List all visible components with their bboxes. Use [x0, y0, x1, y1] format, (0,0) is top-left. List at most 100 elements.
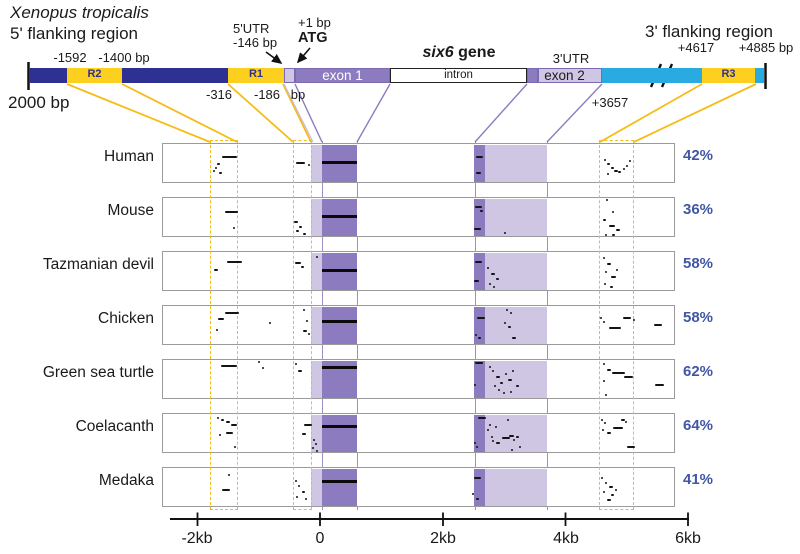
conservation-mark [308, 332, 310, 336]
conservation-mark [491, 272, 495, 276]
conservation-mark [496, 375, 500, 379]
utr5-column-fill [311, 252, 322, 290]
conservation-mark [296, 495, 298, 499]
conservation-mark [611, 275, 616, 279]
conservation-mark [607, 162, 610, 166]
conservation-mark [607, 431, 611, 435]
conservation-mark [602, 428, 604, 432]
conservation-mark [604, 158, 606, 162]
coord-label-neg316: -316 [205, 87, 233, 102]
coord-label-plus4617: +4617 [677, 40, 715, 55]
bar-segment-intron: intron [390, 68, 527, 83]
conservation-mark [612, 233, 615, 237]
conservation-mark [605, 233, 607, 237]
conservation-mark [295, 362, 297, 366]
coord-label-neg1592: -1592 [53, 50, 87, 65]
conservation-mark [601, 476, 603, 480]
conservation-mark [626, 164, 628, 168]
conservation-mark [217, 162, 220, 166]
exon2-coding-column-fill [474, 198, 485, 236]
connector-utr5 [283, 83, 314, 143]
row-box [162, 467, 675, 507]
conservation-mark [609, 485, 613, 489]
conservation-mark [477, 316, 485, 320]
conservation-mark [316, 449, 318, 453]
conservation-mark [616, 268, 618, 272]
conservation-mark [495, 425, 497, 429]
conservation-mark [621, 418, 625, 422]
conservation-mark [474, 476, 481, 480]
conservation-pct: 41% [683, 471, 714, 488]
conservation-mark [605, 481, 607, 485]
row-box [162, 143, 675, 183]
conservation-mark [627, 445, 635, 449]
row-box [162, 413, 675, 453]
conservation-mark [496, 277, 499, 281]
conservation-mark [294, 220, 298, 224]
conservation-mark [606, 198, 608, 202]
conservation-mark [221, 364, 237, 368]
conservation-mark [624, 375, 633, 379]
utr5-column-fill [311, 198, 322, 236]
conservation-mark [480, 209, 483, 213]
conservation-mark [474, 441, 476, 445]
exon2-label: exon 2 [544, 68, 585, 83]
bar-segment-5flank-a [29, 68, 67, 83]
conservation-mark [489, 365, 491, 369]
bar-segment-3flank-b [755, 68, 764, 83]
exon1-column-fill [322, 468, 357, 506]
connector-exon2-left [474, 83, 528, 143]
conservation-mark [233, 226, 235, 230]
conservation-mark [216, 328, 218, 332]
conservation-mark [510, 390, 512, 394]
conservation-mark [316, 255, 318, 259]
coord-label-neg186: -186 [253, 87, 281, 102]
utr5-column-fill [311, 468, 322, 506]
conservation-mark [655, 383, 664, 387]
conservation-pct: 58% [683, 255, 714, 272]
conservation-mark [603, 379, 605, 383]
row-label: Tazmanian devil [42, 256, 154, 273]
axis-tick-label: 4kb [553, 530, 579, 547]
connector-r3-right [633, 83, 757, 143]
conservation-mark [472, 492, 474, 496]
conservation-mark [493, 285, 495, 289]
conservation-mark [611, 493, 614, 497]
connector-exon2-right [546, 83, 603, 143]
conservation-mark [225, 210, 238, 214]
conservation-pct: 42% [683, 147, 714, 164]
exon2-coding-column-fill [474, 306, 485, 344]
coord-label-atg: ATG [298, 30, 328, 46]
conservation-mark [218, 317, 224, 321]
bar-segment-3flank-a [602, 68, 702, 83]
conservation-mark [475, 205, 482, 209]
exon1-conservation-line [322, 319, 357, 323]
conservation-mark [304, 423, 312, 427]
conservation-mark [509, 434, 514, 438]
conservation-mark [258, 360, 260, 364]
conservation-mark [654, 323, 662, 327]
conservation-mark [607, 262, 611, 266]
conservation-mark [474, 227, 481, 231]
conservation-mark [516, 384, 519, 388]
exon2-coding-column-fill [474, 144, 485, 182]
conservation-mark [614, 169, 618, 173]
conservation-mark [603, 362, 605, 366]
axis-tick-label: 2kb [430, 530, 456, 547]
species-title: Xenopus tropicalis [10, 3, 149, 22]
coord-label-plus1: +1 bp [298, 15, 331, 30]
conservation-mark [303, 329, 307, 333]
conservation-mark [476, 445, 478, 449]
exon2-coding-column-fill [474, 414, 485, 452]
exon2-utr-column-fill [485, 306, 547, 344]
conservation-mark [295, 261, 301, 265]
row-box [162, 359, 675, 399]
conservation-mark [475, 361, 483, 365]
conservation-mark [298, 369, 302, 373]
conservation-mark [603, 320, 605, 324]
conservation-pct: 36% [683, 201, 714, 218]
utr5-column-fill [311, 306, 322, 344]
gene-name: six6 [422, 44, 454, 61]
connector-exon1-left [294, 83, 323, 143]
